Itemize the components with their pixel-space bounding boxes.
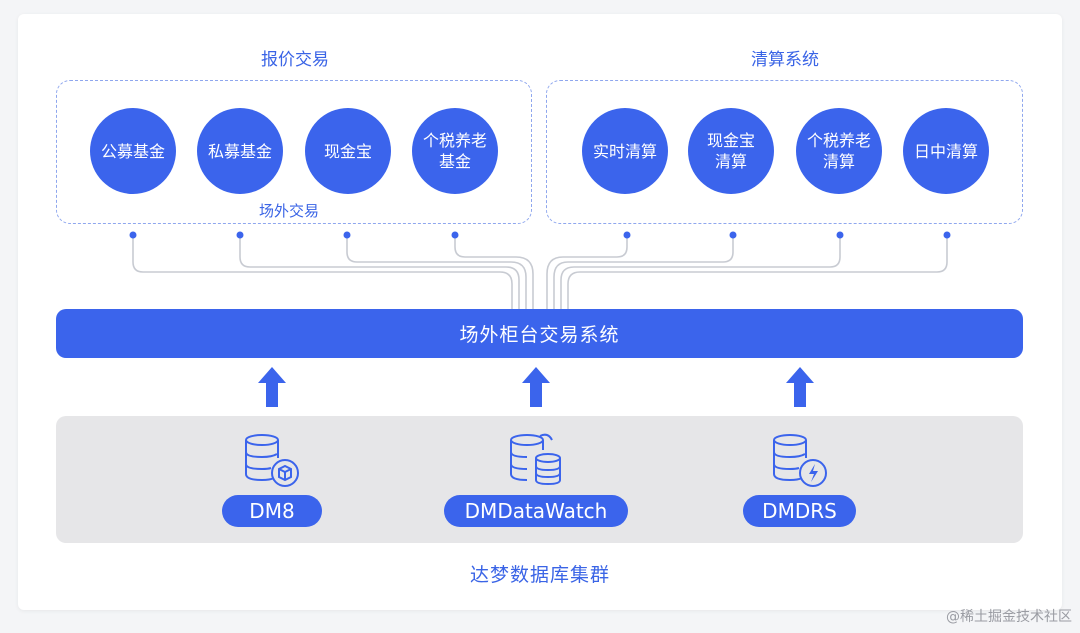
arrow-up-icon xyxy=(258,367,286,407)
node-pension-clearing: 个税养老 清算 xyxy=(796,108,882,194)
dm8-label: DM8 xyxy=(222,495,322,527)
node-realtime-clearing: 实时清算 xyxy=(582,108,668,194)
node-private-fund: 私募基金 xyxy=(197,108,283,194)
clearing-group xyxy=(546,80,1023,224)
arrow-up-icon xyxy=(786,367,814,407)
quote-trading-title: 报价交易 xyxy=(261,50,329,70)
watermark: @稀土掘金技术社区 xyxy=(946,609,1072,625)
node-intraday-clearing: 日中清算 xyxy=(903,108,989,194)
database-cube-icon xyxy=(245,434,299,487)
dmdatawatch-label: DMDataWatch xyxy=(444,495,628,527)
database-sync-icon xyxy=(510,433,561,486)
otc-counter-trading-system: 场外柜台交易系统 xyxy=(56,309,1023,358)
clearing-title: 清算系统 xyxy=(751,50,819,70)
database-lightning-icon xyxy=(773,434,827,487)
node-cash-treasure: 现金宝 xyxy=(305,108,391,194)
arrow-up-icon xyxy=(522,367,550,407)
otc-trading-label: 场外交易 xyxy=(259,202,320,220)
node-personal-pension-fund: 个税养老 基金 xyxy=(412,108,498,194)
dmdrs-label: DMDRS xyxy=(743,495,856,527)
node-cash-treasure-clearing: 现金宝 清算 xyxy=(688,108,774,194)
node-public-fund: 公募基金 xyxy=(90,108,176,194)
quote-trading-group xyxy=(56,80,532,224)
dameng-database-cluster-label: 达梦数据库集群 xyxy=(469,564,610,586)
